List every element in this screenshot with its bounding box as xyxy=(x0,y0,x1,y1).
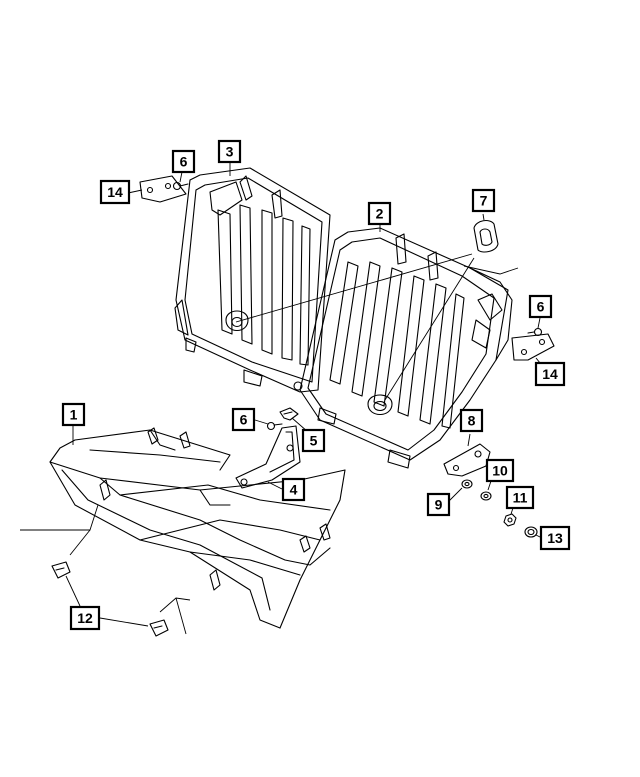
push-pin xyxy=(149,619,169,637)
seat-back-frame-left xyxy=(174,167,331,393)
callout-6: 6 xyxy=(231,407,256,432)
washer-10 xyxy=(480,491,492,501)
svg-text:10: 10 xyxy=(492,463,508,479)
svg-text:6: 6 xyxy=(240,412,248,428)
svg-text:5: 5 xyxy=(310,433,318,449)
callout-3: 3 xyxy=(217,139,242,164)
callout-14: 14 xyxy=(534,361,566,387)
hinge-plate-left xyxy=(139,175,187,203)
svg-text:11: 11 xyxy=(513,490,528,506)
bracket-clip xyxy=(279,407,299,421)
svg-text:9: 9 xyxy=(435,497,443,513)
svg-text:6: 6 xyxy=(180,154,188,170)
callout-9: 9 xyxy=(426,492,451,517)
callout-11: 11 xyxy=(505,485,535,510)
callout-14: 14 xyxy=(99,179,131,205)
seat-bracket xyxy=(235,425,301,489)
nut-11 xyxy=(503,513,517,527)
push-pin xyxy=(51,561,71,579)
cover-plate xyxy=(443,443,491,477)
svg-text:13: 13 xyxy=(547,530,563,546)
washer-9 xyxy=(461,479,473,489)
svg-text:3: 3 xyxy=(226,144,234,160)
callout-5: 5 xyxy=(301,428,326,453)
svg-text:4: 4 xyxy=(290,482,298,498)
release-bezel xyxy=(473,219,499,253)
svg-text:12: 12 xyxy=(77,610,93,626)
svg-text:1: 1 xyxy=(70,407,78,423)
screw-fastener xyxy=(266,421,283,431)
callout-7: 7 xyxy=(471,188,496,213)
callout-10: 10 xyxy=(485,458,515,483)
seat-back-frame-right xyxy=(293,227,513,469)
hinge-plate-right xyxy=(511,333,555,361)
svg-text:6: 6 xyxy=(537,299,545,315)
svg-text:2: 2 xyxy=(376,206,384,222)
svg-text:8: 8 xyxy=(468,413,476,429)
seat-cushion-wire-frame xyxy=(49,427,346,629)
screw-fastener xyxy=(172,181,189,191)
callout-4: 4 xyxy=(281,477,306,502)
callout-6: 6 xyxy=(528,294,553,319)
callout-2: 2 xyxy=(367,201,392,226)
svg-text:14: 14 xyxy=(542,366,558,382)
callout-1: 1 xyxy=(61,402,86,427)
svg-text:7: 7 xyxy=(480,193,488,209)
svg-text:14: 14 xyxy=(107,184,123,200)
callout-6: 6 xyxy=(171,149,196,174)
callout-8: 8 xyxy=(459,408,484,433)
callout-12: 12 xyxy=(69,605,101,631)
callout-13: 13 xyxy=(539,525,571,551)
leader-lines xyxy=(20,162,550,635)
cap-13 xyxy=(524,526,538,538)
